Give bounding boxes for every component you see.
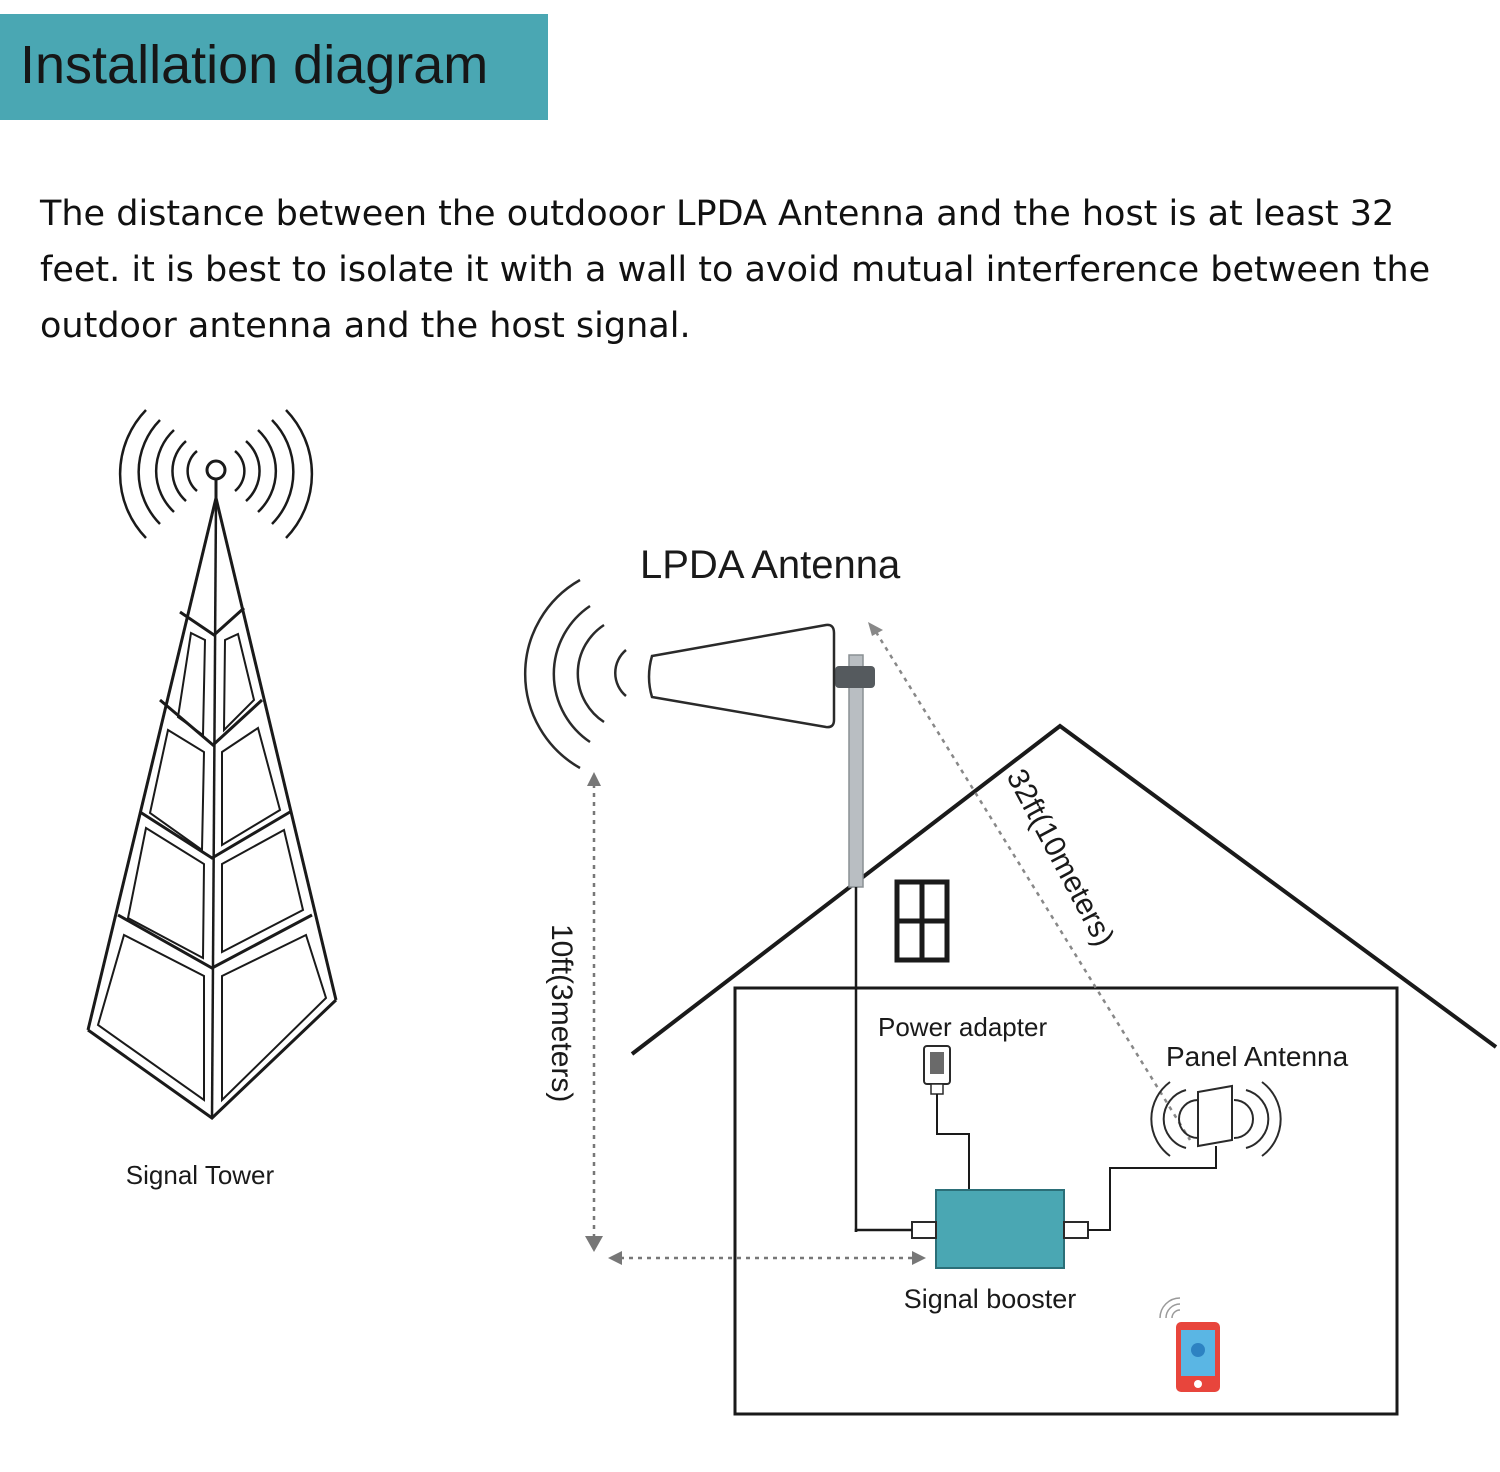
header-band: [0, 14, 548, 120]
house-outline: [630, 723, 1498, 1416]
panel-antenna-cable: [1088, 1146, 1217, 1231]
power-cable: [936, 1094, 970, 1190]
signal-tower-icon: [86, 409, 338, 1120]
lpda-antenna-icon: [524, 578, 875, 1232]
vertical-distance-label: 10ft(3meters): [545, 924, 578, 1102]
intro-text: The distance between the outdooor LPDA A…: [40, 194, 1431, 346]
signal-booster-label: Signal booster: [904, 1284, 1077, 1314]
panel-antenna-icon: [1150, 1081, 1282, 1157]
mobile-phone-icon: [1159, 1297, 1220, 1392]
house-window-icon: [894, 879, 950, 963]
tower-radio-waves-icon: [118, 409, 314, 539]
power-adapter-label: Power adapter: [878, 1012, 1047, 1042]
diagonal-distance-marker: [868, 622, 1192, 1141]
power-adapter-icon: [923, 1045, 951, 1095]
diagonal-distance-label: 32ft(10meters): [1000, 764, 1121, 952]
horizontal-distance-marker: [608, 1251, 926, 1265]
lpda-antenna-label: LPDA Antenna: [640, 543, 901, 587]
panel-antenna-label: Panel Antenna: [1166, 1041, 1349, 1072]
vertical-distance-marker: [585, 772, 603, 1252]
outdoor-antenna-cable: [854, 1228, 912, 1232]
signal-tower-label: Signal Tower: [126, 1160, 275, 1190]
page-title: Installation diagram: [20, 35, 489, 95]
signal-booster-icon: [911, 1189, 1089, 1269]
